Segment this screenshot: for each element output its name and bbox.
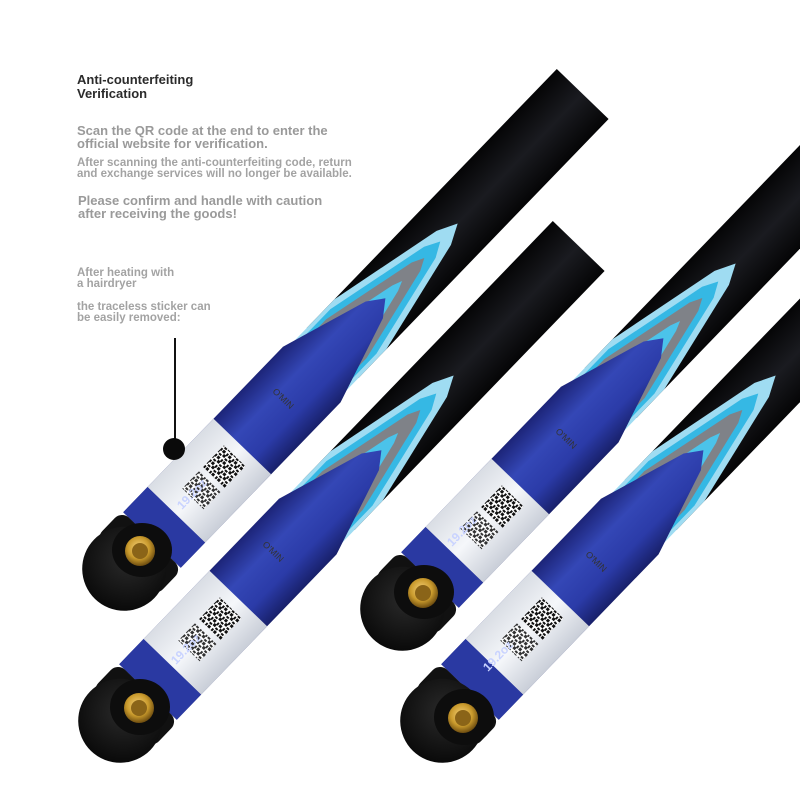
callout-dot xyxy=(163,438,185,460)
end-cap-1 xyxy=(112,523,172,577)
caution-text: Please confirm and handle with caution a… xyxy=(78,193,323,221)
notice-title: Anti-counterfeiting Verification xyxy=(77,72,194,101)
end-cap-2 xyxy=(110,679,170,735)
callout-line xyxy=(174,338,176,448)
end-cap-4 xyxy=(434,689,494,745)
sticker-heating-text: After heating with a hairdryer xyxy=(77,267,175,290)
end-cap-3 xyxy=(394,565,454,619)
qr-instruction-text: Scan the QR code at the end to enter the… xyxy=(77,123,328,151)
sticker-removal-text: the traceless sticker can be easily remo… xyxy=(77,301,211,324)
return-warning-text: After scanning the anti-counterfeiting c… xyxy=(77,157,352,180)
